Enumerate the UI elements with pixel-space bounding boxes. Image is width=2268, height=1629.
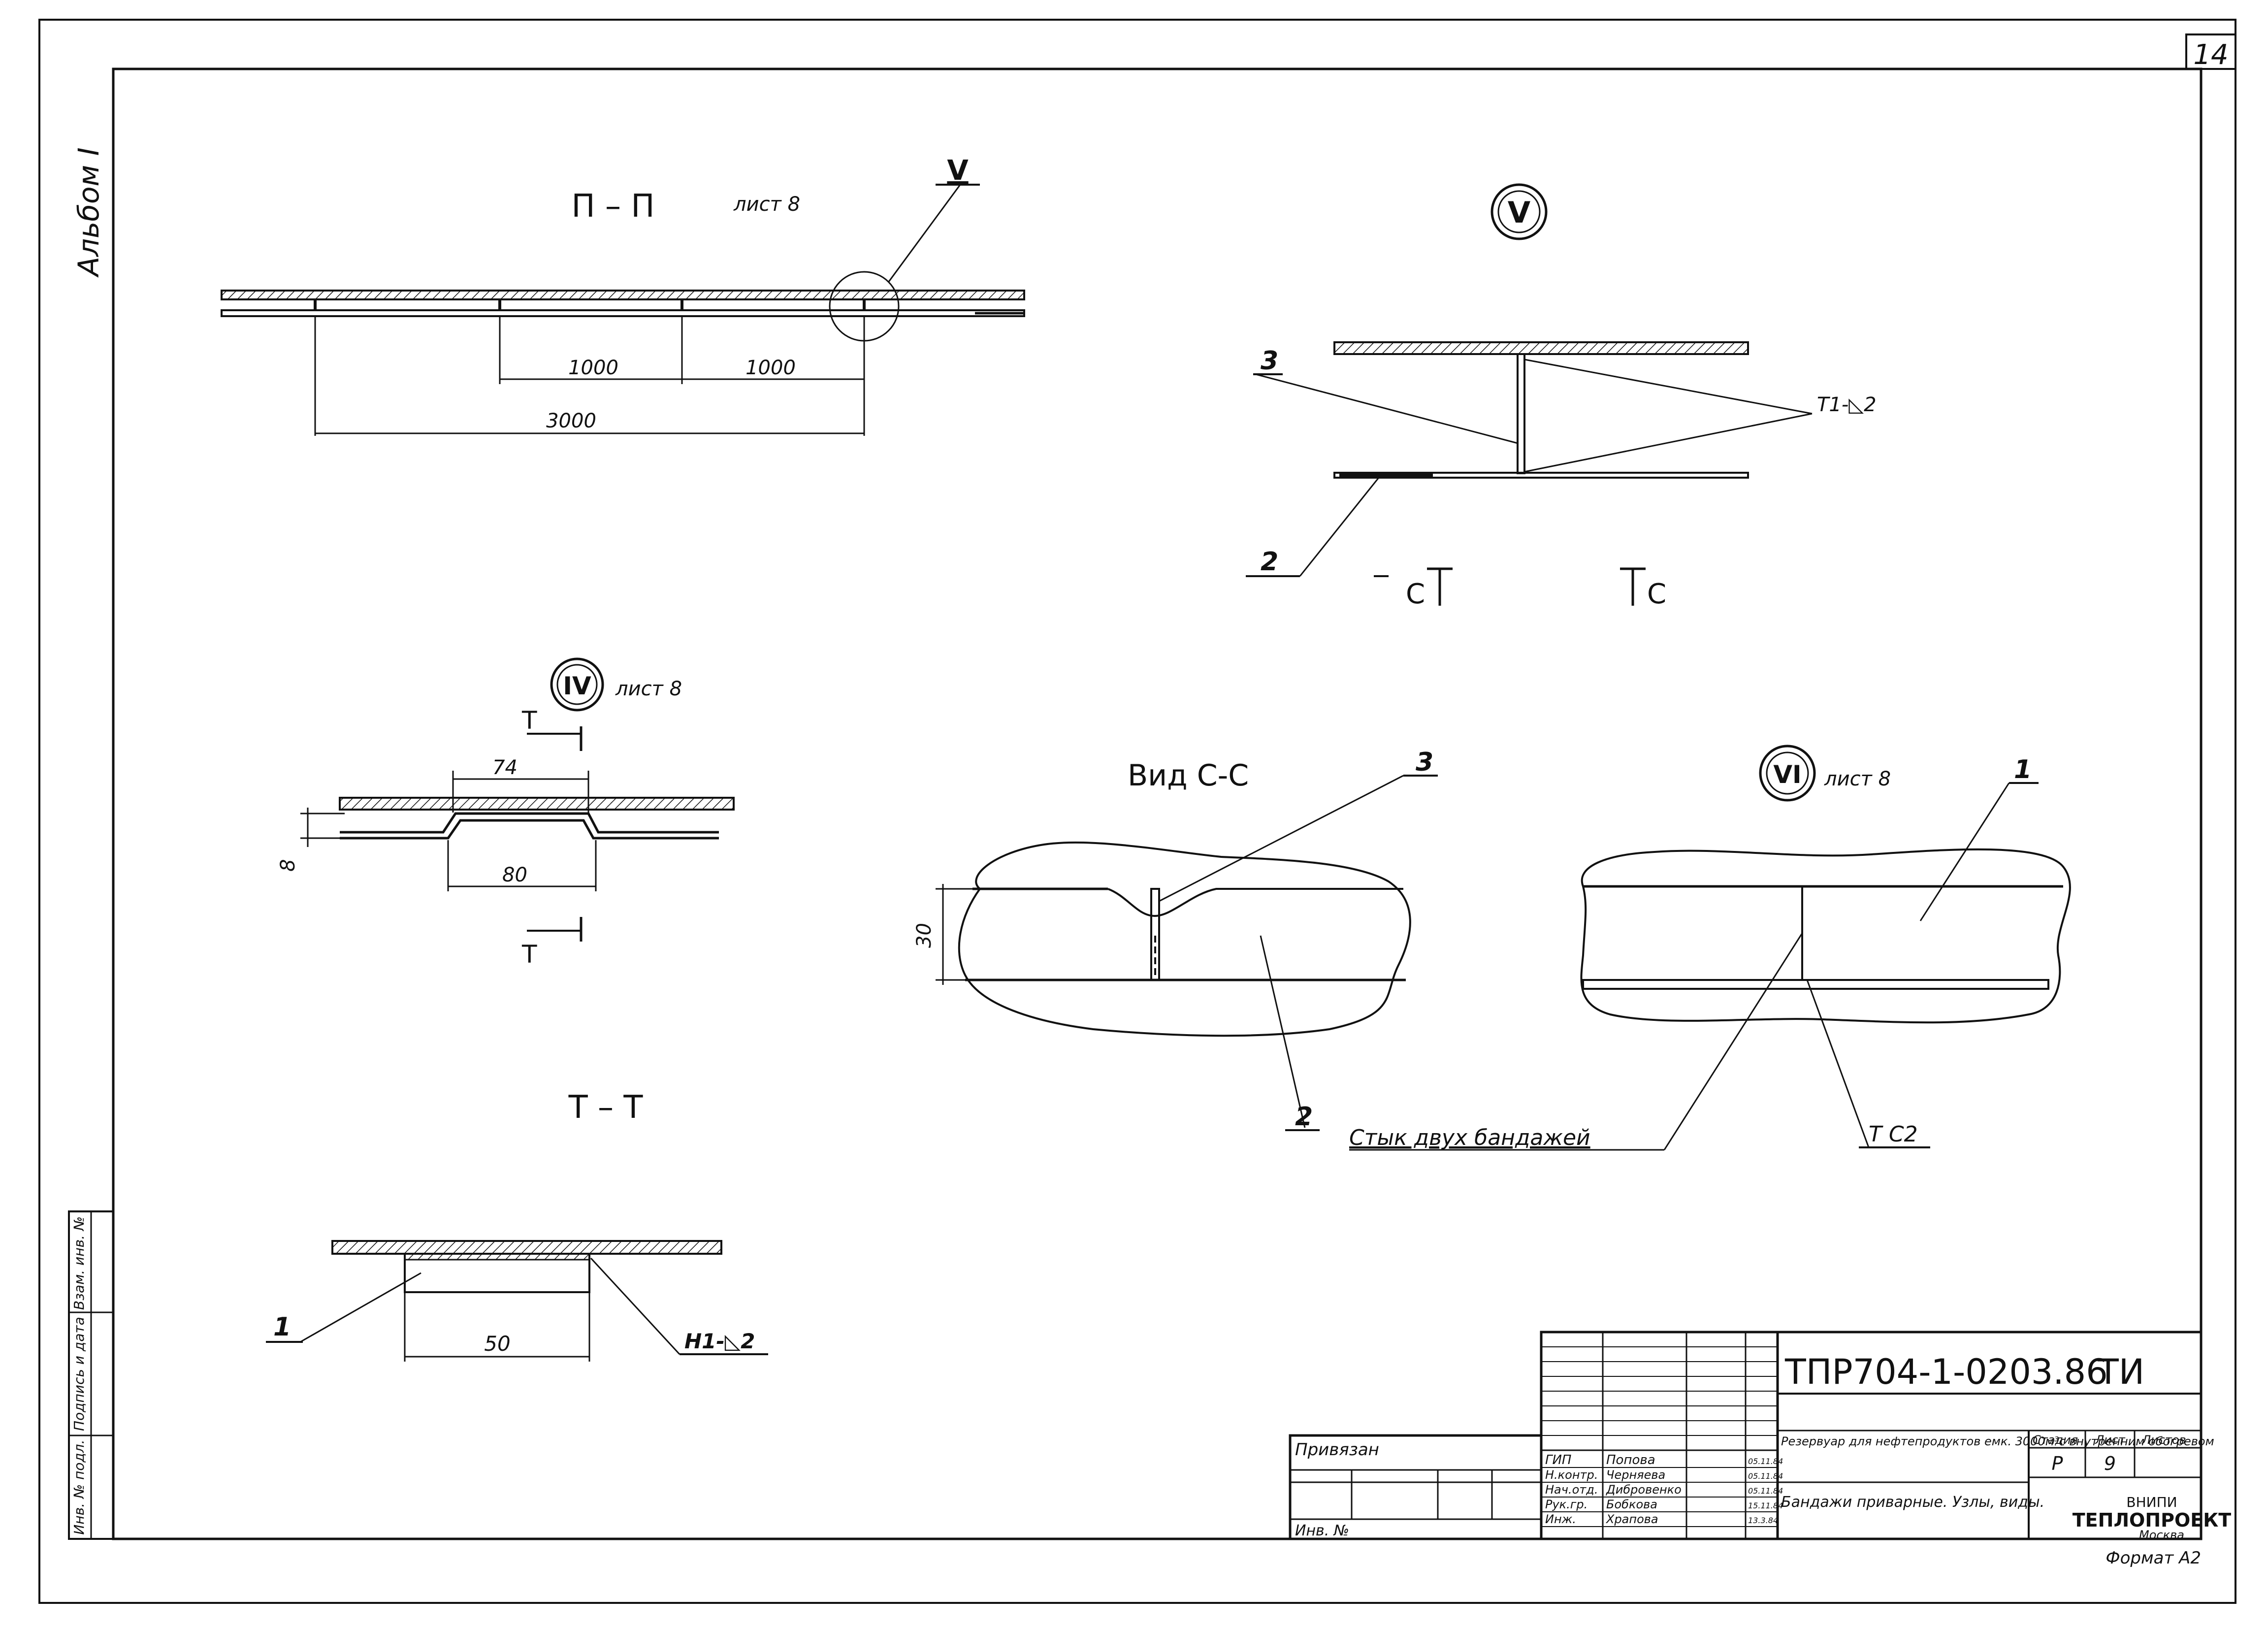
view-cc-callout-3: 3 (1416, 748, 1433, 777)
sheet-number: 14 (2193, 39, 2228, 71)
node-vi-band (1582, 979, 2049, 990)
node-iv-circle-outer (550, 657, 604, 712)
role-2: Нач.отд. (1545, 1483, 1598, 1497)
role-date-4: 13.3.84 (1748, 1516, 1778, 1525)
role-date-0: 05.11.84 (1748, 1457, 1783, 1466)
pp-upper-plate (221, 290, 1025, 300)
node-v-callout-2: 2 (1261, 547, 1278, 577)
role-1: Н.контр. (1545, 1468, 1598, 1482)
bound-label: Привязан (1295, 1440, 1379, 1460)
view-pp: П – П лист 8 1000 1000 3000 V (221, 155, 1025, 436)
view-pp-ref: лист 8 (733, 193, 800, 216)
sheet-title: Бандажи приварные. Узлы, виды. (1781, 1494, 2044, 1511)
role-name-1: Черняева (1606, 1468, 1665, 1482)
view-tt-title: Т – Т (568, 1089, 644, 1126)
tt-callout-1: 1 (273, 1312, 291, 1342)
roles-table: ГИП Попова 05.11.84 Н.контр. Черняева 05… (1545, 1453, 1783, 1526)
view-cc-title: Вид С-С (1128, 758, 1249, 793)
tt-dim-50: 50 (484, 1332, 510, 1356)
side-stamp: Взам. инв. № Подпись и дата Инв. № подл. (68, 1210, 114, 1540)
view-cc-rib (1150, 888, 1160, 981)
node-vi-weld: Т С2 (1869, 1122, 1918, 1147)
sheet-value: 9 (2104, 1453, 2116, 1474)
node-v-bottom-band (1333, 472, 1749, 479)
node-iv: IV лист 8 Т 74 80 8 Т (277, 657, 735, 969)
pp-node-mark: V (947, 155, 969, 187)
outer-frame (38, 19, 2236, 1604)
sheet-number-box (2185, 33, 2236, 70)
side-stamp-vzam: Взам. инв. № (71, 1216, 87, 1310)
role-name-3: Бобкова (1606, 1498, 1657, 1511)
title-block: Привязан Инв. № ГИП Попова 05.11.84 Н.ко… (1289, 1331, 2232, 1542)
sheet-format: Формат А2 (2106, 1548, 2201, 1568)
sheet-label: Лист (2095, 1433, 2126, 1447)
node-vi-label: VI (1773, 760, 1801, 789)
role-date-1: 05.11.84 (1748, 1471, 1783, 1481)
view-tt: Т – Т 1 50 Н1-◺2 (266, 1089, 768, 1362)
node-v-callout-3: 3 (1261, 346, 1278, 376)
object-title: Резервуар для нефтепродуктов емк. 3000м³… (1781, 1434, 2214, 1448)
node-v-label: V (1508, 195, 1531, 230)
node-iv-section-top: Т (521, 706, 537, 735)
tt-plate (331, 1240, 722, 1255)
role-date-3: 15.11.84 (1748, 1501, 1783, 1510)
pp-dim-3000: 3000 (546, 410, 596, 432)
role-name-4: Храпова (1605, 1512, 1658, 1526)
node-v-circle-inner (1497, 190, 1541, 233)
org-line1: ВНИПИ (2126, 1494, 2177, 1510)
role-4: Инж. (1545, 1512, 1576, 1526)
node-v-weld: Т1-◺2 (1817, 393, 1877, 416)
inv-label: Инв. № (1295, 1522, 1349, 1539)
node-iv-label: IV (563, 672, 591, 700)
node-vi-break-outline (1580, 848, 2071, 1024)
node-v-rib (1517, 353, 1525, 474)
node-iv-section-bottom: Т (521, 940, 537, 969)
view-cc-callout-2: 2 (1295, 1102, 1313, 1132)
org-line3: Москва (2139, 1528, 2184, 1542)
node-v-section-right: С (1647, 578, 1666, 610)
inner-frame (112, 67, 2203, 1540)
node-vi-callout-1: 1 (2014, 755, 2032, 784)
node-vi: VI лист 8 1 Т С2 (1580, 745, 2071, 1150)
pp-dim-1000-b: 1000 (745, 357, 796, 379)
node-v-circle-outer (1490, 183, 1548, 240)
sheets-label: Листов (2141, 1433, 2186, 1447)
pp-detail-circle (829, 271, 900, 342)
role-name-2: Дибровенко (1606, 1483, 1682, 1497)
view-cc: Вид С-С 30 3 2 Стык двух бандажей (913, 748, 1664, 1151)
pp-lower-band (221, 309, 1025, 317)
node-iv-circle-inner (556, 664, 598, 705)
node-iv-ref: лист 8 (615, 678, 682, 700)
doc-type: ТИ (2097, 1352, 2144, 1392)
role-date-2: 05.11.84 (1748, 1486, 1783, 1496)
side-stamp-inv: Инв. № подл. (71, 1439, 87, 1534)
side-stamp-signature: Подпись и дата (71, 1317, 87, 1431)
role-0: ГИП (1545, 1453, 1572, 1467)
node-vi-ref: лист 8 (1824, 768, 1891, 790)
node-v: V 3 Т1-◺2 2 С С (1246, 183, 1877, 610)
node-v-section-left: С (1406, 578, 1425, 610)
org-line2: ТЕПЛОПРОЕКТ (2073, 1509, 2232, 1531)
view-cc-break-outline (958, 841, 1411, 1037)
node-iv-dim-8: 8 (277, 859, 299, 872)
node-iv-plate (339, 797, 735, 811)
node-vi-circle-outer (1759, 745, 1816, 802)
view-pp-title: П – П (572, 188, 655, 225)
album-label: Альбом I (72, 147, 105, 278)
node-v-top-plate (1333, 341, 1749, 355)
role-3: Рук.гр. (1545, 1498, 1588, 1511)
view-cc-dim-30: 30 (913, 923, 936, 948)
tt-weld: Н1-◺2 (684, 1329, 755, 1353)
pp-dim-1000-a: 1000 (568, 357, 618, 379)
node-iv-dim-74: 74 (492, 756, 518, 779)
stage-value: Р (2052, 1453, 2063, 1474)
stage-label: Стадия (2033, 1433, 2078, 1447)
doc-code: ТПР704-1-0203.86 (1784, 1352, 2108, 1392)
role-name-0: Попова (1606, 1453, 1655, 1467)
node-iv-dim-80: 80 (502, 864, 527, 886)
node-vi-circle-inner (1766, 751, 1809, 795)
view-cc-note: Стык двух бандажей (1349, 1125, 1590, 1150)
node-iv-band (340, 812, 719, 834)
